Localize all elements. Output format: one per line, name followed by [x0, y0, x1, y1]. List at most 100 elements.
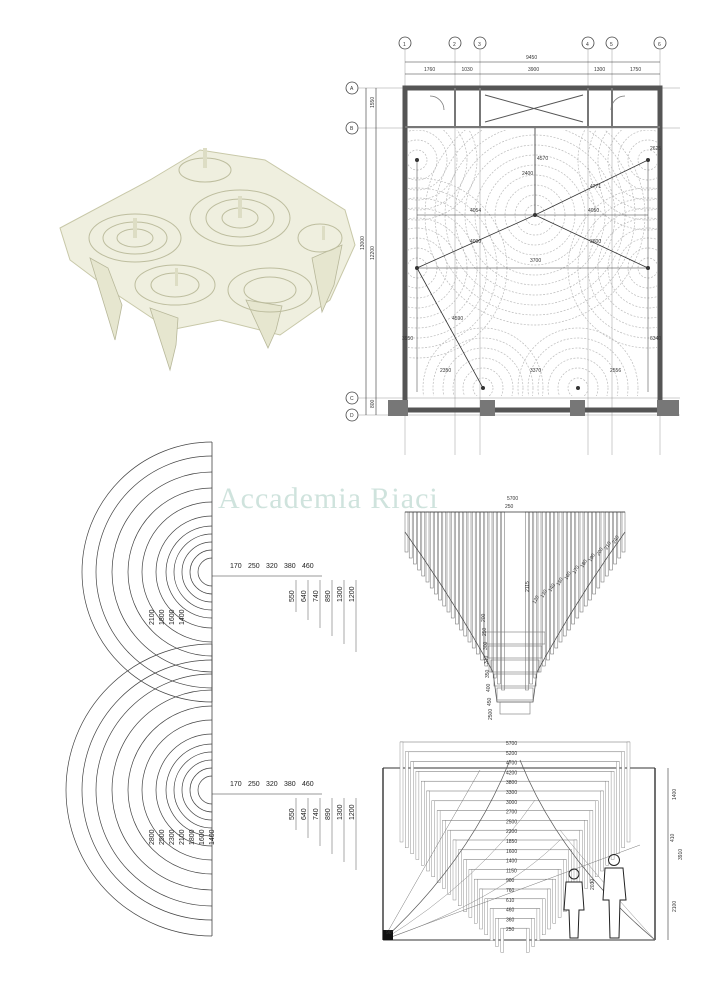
cone-width-top: 5700: [507, 496, 518, 502]
grid-bubble: [473, 36, 487, 50]
level-step: [531, 918, 535, 947]
level-label: 900: [506, 878, 515, 884]
vertical-label: 2300: [169, 829, 176, 845]
level-label: 3300: [506, 790, 517, 796]
cone-step: [425, 511, 430, 583]
cone-bottom-step: [484, 631, 546, 645]
plan-dim: 4570: [537, 156, 548, 162]
grid-label: C: [350, 396, 354, 402]
cone-step: [501, 511, 505, 691]
right-dim-label: 3910: [678, 849, 684, 860]
level-step: [495, 918, 499, 947]
cone-left-label: 310: [484, 655, 490, 664]
arc-ring: [95, 673, 213, 907]
level-label: 4200: [506, 770, 517, 776]
right-dim-label: 1400: [672, 789, 678, 800]
radius-label: 250: [248, 563, 260, 570]
contour-ring: [432, 337, 534, 396]
grid-bubble: [398, 36, 412, 50]
vertical-label: 1400: [209, 829, 216, 845]
diagonal-label: 890: [325, 590, 332, 602]
contour-ring: [527, 337, 629, 396]
level-label: 250: [506, 927, 515, 933]
level-label: 2700: [506, 810, 517, 816]
level-step: [600, 790, 604, 872]
level-step: [415, 771, 420, 860]
vertical-label: 1600: [169, 609, 176, 625]
angle-marker: [383, 930, 393, 940]
diagonal-label: 550: [289, 590, 296, 602]
contour-ring: [567, 377, 589, 396]
vertical-label: 2800: [149, 829, 156, 845]
arc-ring: [165, 743, 213, 837]
level-step: [610, 771, 615, 860]
dim-segment: 1030: [462, 67, 473, 73]
angle-label: 90°: [386, 930, 394, 936]
arc-ring: [155, 515, 213, 629]
cone-left-label: 450: [487, 697, 493, 706]
plan-dim: 4590: [452, 316, 463, 322]
radius-label: 170: [230, 781, 242, 788]
plan-dim: 2556: [610, 368, 621, 374]
level-step: [595, 800, 599, 877]
cone-step: [617, 511, 622, 559]
watermark-text: Accademia Riaci: [218, 482, 439, 515]
cone-bottom-step: [499, 701, 531, 715]
level-step: [399, 741, 404, 843]
level-step: [410, 761, 414, 854]
cone-left-label: 200: [481, 613, 487, 622]
cone-step: [438, 511, 442, 601]
cone-left-label: 300: [483, 641, 489, 650]
level-step: [436, 810, 441, 883]
dim-segment: 1750: [630, 67, 641, 73]
level-step: [536, 908, 541, 941]
plan-inner-dimensions: 4570 2400 4771 4054 4050 4090 3600 3700 …: [402, 146, 661, 374]
ceiling-3d-model: [59, 148, 356, 372]
level-step: [605, 781, 609, 866]
cone-bottom-step: [493, 673, 537, 687]
radius-label: 380: [284, 563, 296, 570]
level-step: [426, 790, 430, 872]
grid-bubble: [581, 36, 595, 50]
level-step: [468, 869, 473, 918]
person-figure: [563, 868, 585, 939]
level-step: [489, 908, 494, 941]
cone-section-lower: 5700520047004200380033003000270025002200…: [382, 741, 684, 953]
contour-ring: [408, 130, 478, 221]
arc-ring: [181, 541, 213, 603]
level-label: 5200: [506, 751, 517, 757]
cone-step: [455, 511, 459, 625]
vertical-label: 2100: [149, 609, 156, 625]
cone-left-label: 250: [482, 627, 488, 636]
cone-upper-annotations: 5700250211524021020019018017016015014013…: [481, 496, 621, 720]
cone-right-label: 130: [540, 589, 549, 599]
vertical-label: 1800: [189, 829, 196, 845]
contour-ring: [547, 357, 609, 396]
contour-ring: [462, 367, 504, 396]
plan-dim: 4090: [470, 239, 481, 245]
arc-ring: [127, 705, 213, 875]
cone-right-label: 210: [604, 541, 613, 551]
grid-label: 2: [453, 42, 456, 48]
dim-left: 800: [370, 399, 376, 408]
arc-ring: [141, 719, 213, 861]
diagonal-label: 1300: [337, 804, 344, 820]
level-step: [626, 741, 631, 843]
grid-label: 5: [610, 42, 613, 48]
level-step: [584, 820, 588, 889]
dim-left: 13000: [360, 236, 366, 250]
cone-step: [471, 511, 476, 649]
cone-right-label: 190: [588, 553, 597, 563]
level-step: [621, 751, 625, 848]
arc-ring: [173, 751, 213, 829]
diagonal-label: 640: [301, 808, 308, 820]
contour-clip-group: [408, 130, 657, 396]
level-step: [452, 839, 457, 901]
arc-ring: [65, 643, 213, 937]
radius-label: 380: [284, 781, 296, 788]
vertical-label: 2500: [159, 829, 166, 845]
